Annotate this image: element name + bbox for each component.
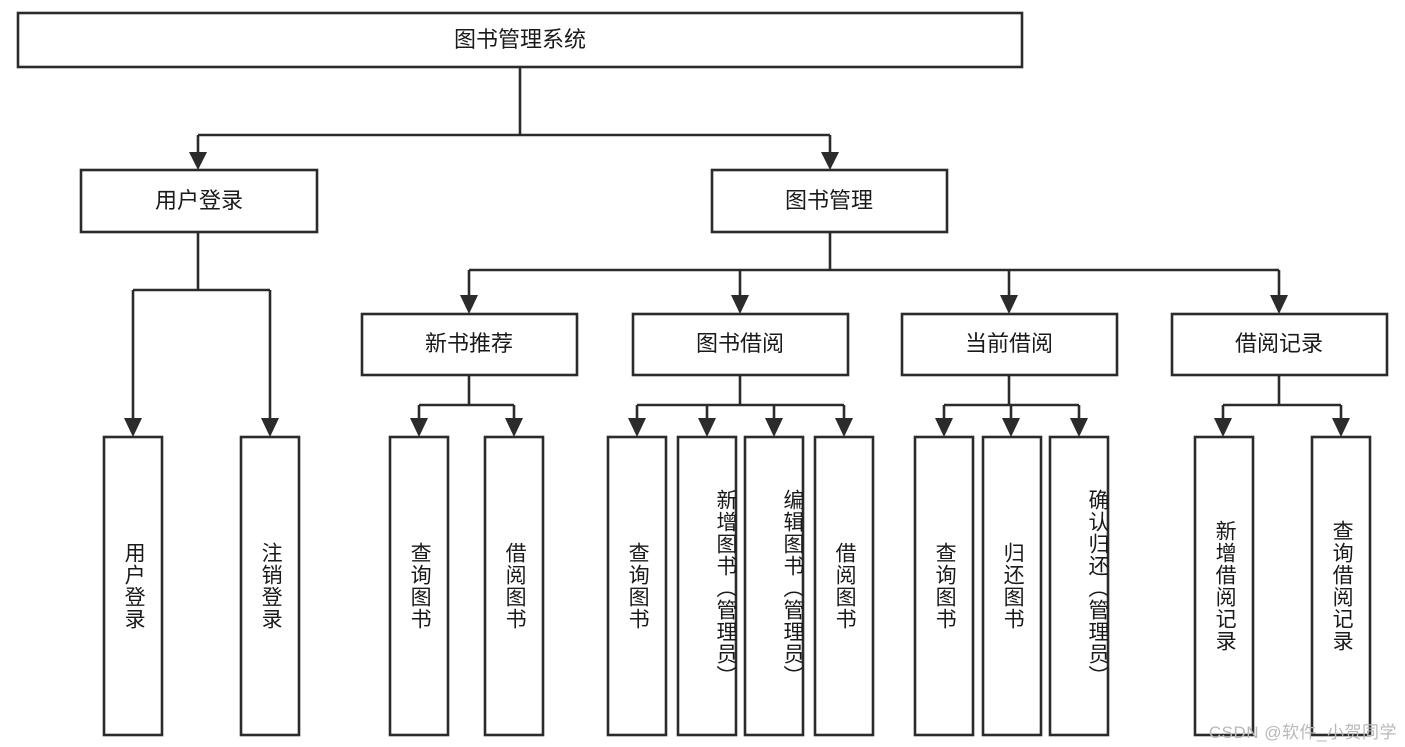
node-book-manage-box[interactable] [710,168,949,234]
node-leaf-logout-login-box[interactable] [239,435,301,737]
arrowhead-new-book-recommend [460,295,478,314]
arrowhead-leaf-borrow-book-1 [505,418,523,437]
node-leaf-confirm-return-box[interactable] [1048,435,1110,737]
node-new-book-recommend-label: 新书推荐 [425,331,513,356]
node-user-login-label: 用户登录 [155,188,243,213]
node-current-borrow-label: 当前借阅 [965,331,1053,356]
node-root-label: 图书管理系统 [454,27,586,52]
node-leaf-add-record-box[interactable] [1193,435,1255,737]
node-new-book-recommend[interactable]: 新书推荐 [360,312,579,377]
node-book-manage-label: 图书管理 [785,188,873,213]
node-leaf-edit-book-box[interactable] [743,435,805,737]
arrowhead-leaf-user-login [124,418,142,437]
node-leaf-query-book-1-box[interactable] [388,435,450,737]
connector-layer [124,67,1350,437]
arrowhead-leaf-return-book [1002,418,1020,437]
arrowhead-book-manage [821,152,839,170]
node-leaf-borrow-book-2-box[interactable] [813,435,875,737]
node-book-borrow-label: 图书借阅 [696,331,784,356]
arrowhead-leaf-edit-book [765,418,783,437]
node-root[interactable]: 图书管理系统 [16,11,1024,69]
node-book-borrow-box[interactable] [631,312,850,377]
arrowhead-leaf-query-book-2 [628,418,646,437]
node-current-borrow-box[interactable] [900,312,1119,377]
arrowhead-leaf-confirm-return [1070,418,1088,437]
node-leaf-query-book-3-box[interactable] [913,435,975,737]
arrowhead-user-login [189,152,207,170]
arrowhead-leaf-query-book-3 [935,418,953,437]
arrowhead-leaf-borrow-book-2 [835,418,853,437]
csdn-watermark: CSDN @软件_小贺同学 [1208,723,1397,742]
node-leaf-return-book-box[interactable] [981,435,1043,737]
node-root-box[interactable] [16,11,1024,69]
node-layer: 图书管理系统 用户登录 图书管理 新书推荐 图书借阅 当前借阅 借阅记录 [16,11,1389,737]
arrowhead-borrow-record [1270,295,1288,314]
node-user-login-box[interactable] [79,168,319,234]
node-book-manage[interactable]: 图书管理 [710,168,949,234]
node-leaf-user-login-box[interactable] [102,435,164,737]
node-leaf-borrow-book-1-box[interactable] [483,435,545,737]
node-borrow-record-box[interactable] [1170,312,1389,377]
node-current-borrow[interactable]: 当前借阅 [900,312,1119,377]
arrowhead-leaf-add-record [1214,418,1232,437]
node-leaf-add-book-box[interactable] [676,435,738,737]
node-book-borrow[interactable]: 图书借阅 [631,312,850,377]
arrowhead-current-borrow [1000,295,1018,314]
arrowhead-leaf-query-record [1332,418,1350,437]
node-borrow-record[interactable]: 借阅记录 [1170,312,1389,377]
arrowhead-leaf-query-book-1 [410,418,428,437]
node-new-book-recommend-box[interactable] [360,312,579,377]
node-borrow-record-label: 借阅记录 [1235,331,1323,356]
node-leaf-query-record-box[interactable] [1310,435,1372,737]
arrowhead-leaf-logout-login [261,418,279,437]
arrowhead-leaf-add-book [698,418,716,437]
node-user-login[interactable]: 用户登录 [79,168,319,234]
node-leaf-query-book-2-box[interactable] [606,435,668,737]
arrowhead-book-borrow [731,295,749,314]
